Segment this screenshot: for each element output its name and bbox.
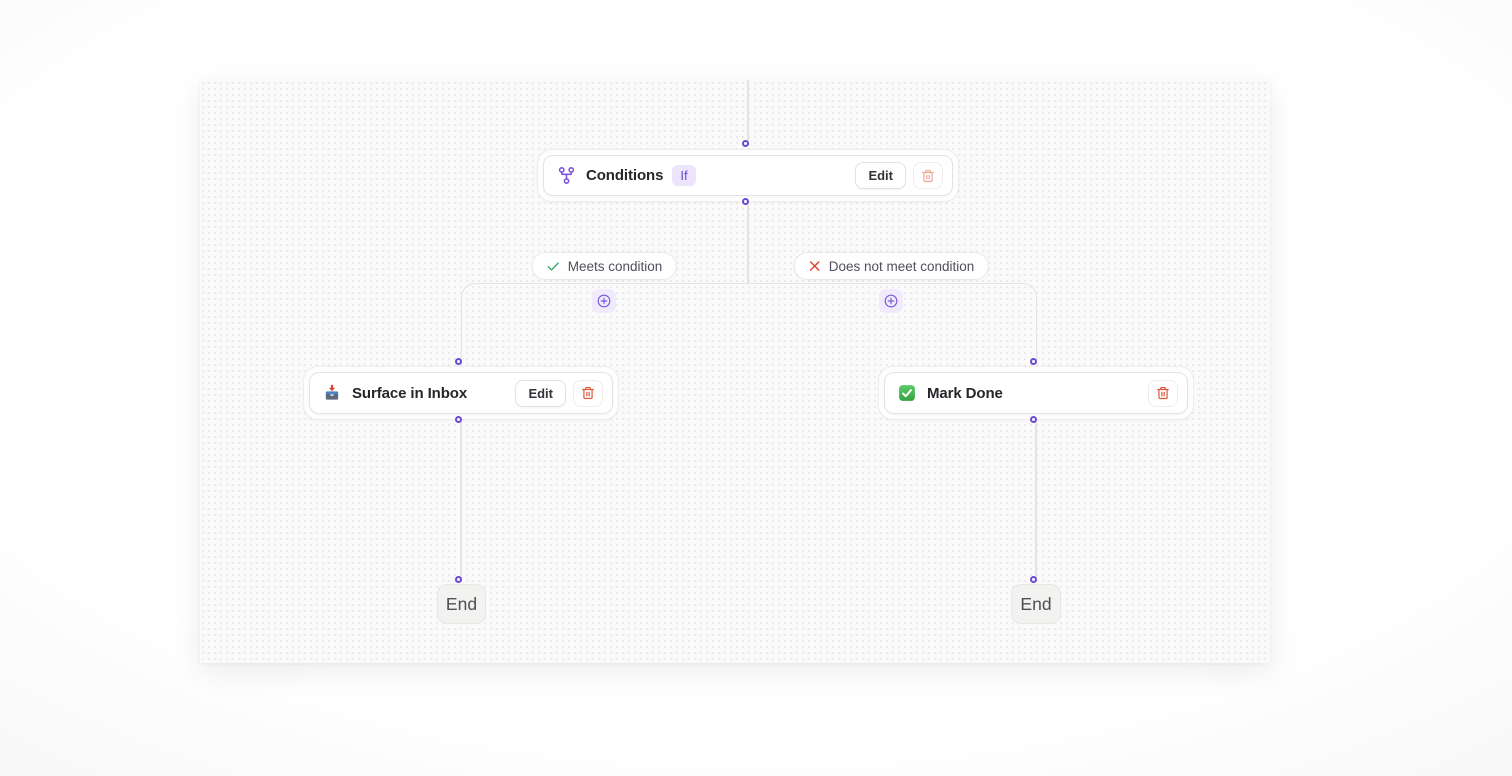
- edit-button[interactable]: Edit: [855, 162, 906, 189]
- connector-line-incoming: [747, 80, 749, 146]
- add-step-button-false-branch[interactable]: [879, 289, 903, 313]
- end-node-false-branch: End: [1011, 584, 1061, 624]
- mark-done-node-card: Mark Done: [884, 372, 1188, 414]
- x-icon: [809, 261, 820, 271]
- edit-button[interactable]: Edit: [515, 379, 566, 407]
- connector-line-condition-out: [747, 204, 749, 283]
- delete-button[interactable]: [1148, 379, 1178, 407]
- git-fork-icon: [556, 166, 576, 186]
- connection-handle[interactable]: [455, 416, 462, 423]
- flow-canvas[interactable]: Conditions If Edit Meets condition Does …: [200, 80, 1270, 663]
- connection-handle[interactable]: [1030, 358, 1037, 365]
- trash-icon: [922, 169, 934, 182]
- condition-node[interactable]: Conditions If Edit: [537, 149, 959, 202]
- end-label: End: [445, 593, 478, 614]
- end-label: End: [1020, 593, 1052, 614]
- trash-icon: [1157, 386, 1169, 400]
- circle-plus-icon: [884, 294, 898, 308]
- connector-line-markdone-to-end: [1035, 422, 1037, 582]
- surface-in-inbox-node[interactable]: Surface in Inbox Edit: [303, 366, 619, 420]
- connection-handle[interactable]: [1030, 416, 1037, 423]
- mark-done-node[interactable]: Mark Done: [878, 366, 1194, 420]
- branch-label-text: Meets condition: [567, 258, 663, 274]
- check-icon: [547, 261, 559, 271]
- node-title: Conditions: [586, 167, 664, 184]
- condition-type-badge: If: [672, 164, 696, 187]
- connection-handle[interactable]: [455, 576, 462, 583]
- surface-node-card: Surface in Inbox Edit: [309, 372, 613, 414]
- check-square-icon: [897, 383, 917, 403]
- connector-line-branch-false: [748, 283, 1037, 364]
- branch-label-text: Does not meet condition: [828, 258, 975, 274]
- connection-handle[interactable]: [742, 198, 749, 205]
- circle-plus-icon: [597, 294, 611, 308]
- connection-handle[interactable]: [455, 358, 462, 365]
- add-step-button-true-branch[interactable]: [592, 289, 616, 313]
- branch-true-label: Meets condition: [531, 252, 677, 280]
- connector-line-branch-true: [460, 283, 749, 364]
- condition-node-card: Conditions If Edit: [543, 155, 953, 196]
- node-title: Surface in Inbox: [352, 384, 468, 402]
- delete-button[interactable]: [913, 162, 943, 189]
- node-title: Mark Done: [927, 384, 1003, 402]
- delete-button[interactable]: [573, 379, 603, 407]
- connector-line-surface-to-end: [460, 422, 462, 582]
- trash-icon: [582, 386, 594, 400]
- end-node-true-branch: End: [437, 584, 486, 624]
- inbox-tray-icon: [322, 383, 342, 403]
- branch-false-label: Does not meet condition: [793, 252, 989, 280]
- connection-handle[interactable]: [742, 140, 749, 147]
- connection-handle[interactable]: [1030, 576, 1037, 583]
